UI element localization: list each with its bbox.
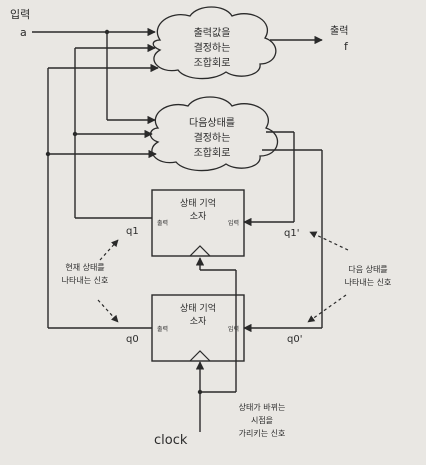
signal-q1-next-label: q1' [284, 228, 299, 239]
input-title-label: 입력 [10, 8, 30, 21]
memory-bottom-in-pin: 입력 [228, 325, 239, 333]
signal-q0-label: q0 [126, 334, 139, 345]
annotation-arrows [97, 231, 349, 323]
memory-bottom-out-pin: 출력 [157, 325, 168, 333]
clock-label: clock [154, 433, 188, 448]
next-state-cloud-line-3: 조합회로 [194, 147, 231, 159]
memory-bottom-title-2: 소자 [190, 316, 207, 327]
memory-top-in-pin: 입력 [228, 219, 239, 227]
next-state-cloud-line-2: 결정하는 [194, 131, 231, 144]
next-state-annotation-2: 나타내는 신호 [345, 278, 392, 287]
current-state-annotation-1: 현재 상태를 [65, 262, 104, 272]
signal-q1-label: q1 [126, 226, 139, 237]
clock-annotation-3: 가리키는 신호 [239, 429, 286, 438]
output-logic-cloud: 출력값을 결정하는 조합회로 [152, 6, 277, 80]
state-memory-bottom: 상태 기억 소자 출력 입력 [151, 294, 245, 362]
memory-top-title-1: 상태 기억 [180, 197, 216, 209]
next-state-annotation-1: 다음 상태를 [348, 264, 387, 274]
output-cloud-line-1: 출력값을 [194, 27, 231, 39]
output-f-label: f [344, 40, 349, 53]
clock-annotation-1: 상태가 바뀌는 [239, 402, 286, 412]
next-state-cloud-line-1: 다음상태를 [189, 117, 235, 129]
next-state-logic-cloud: 다음상태를 결정하는 조합회로 [149, 96, 278, 172]
output-cloud-line-3: 조합회로 [194, 57, 231, 69]
wire-junctions [45, 29, 203, 395]
current-state-annotation-2: 나타내는 신호 [62, 276, 109, 285]
signal-q0-next-label: q0' [287, 334, 302, 345]
wires [32, 27, 323, 432]
memory-top-out-pin: 출력 [157, 219, 168, 227]
memory-bottom-title-1: 상태 기억 [180, 302, 216, 314]
output-title-label: 출력 [330, 25, 348, 37]
state-memory-top: 상태 기억 소자 출력 입력 [151, 189, 245, 257]
memory-top-title-2: 소자 [190, 211, 207, 222]
input-a-label: a [20, 26, 27, 39]
clock-annotation-2: 시점을 [251, 415, 273, 425]
output-cloud-line-2: 결정하는 [194, 41, 231, 54]
